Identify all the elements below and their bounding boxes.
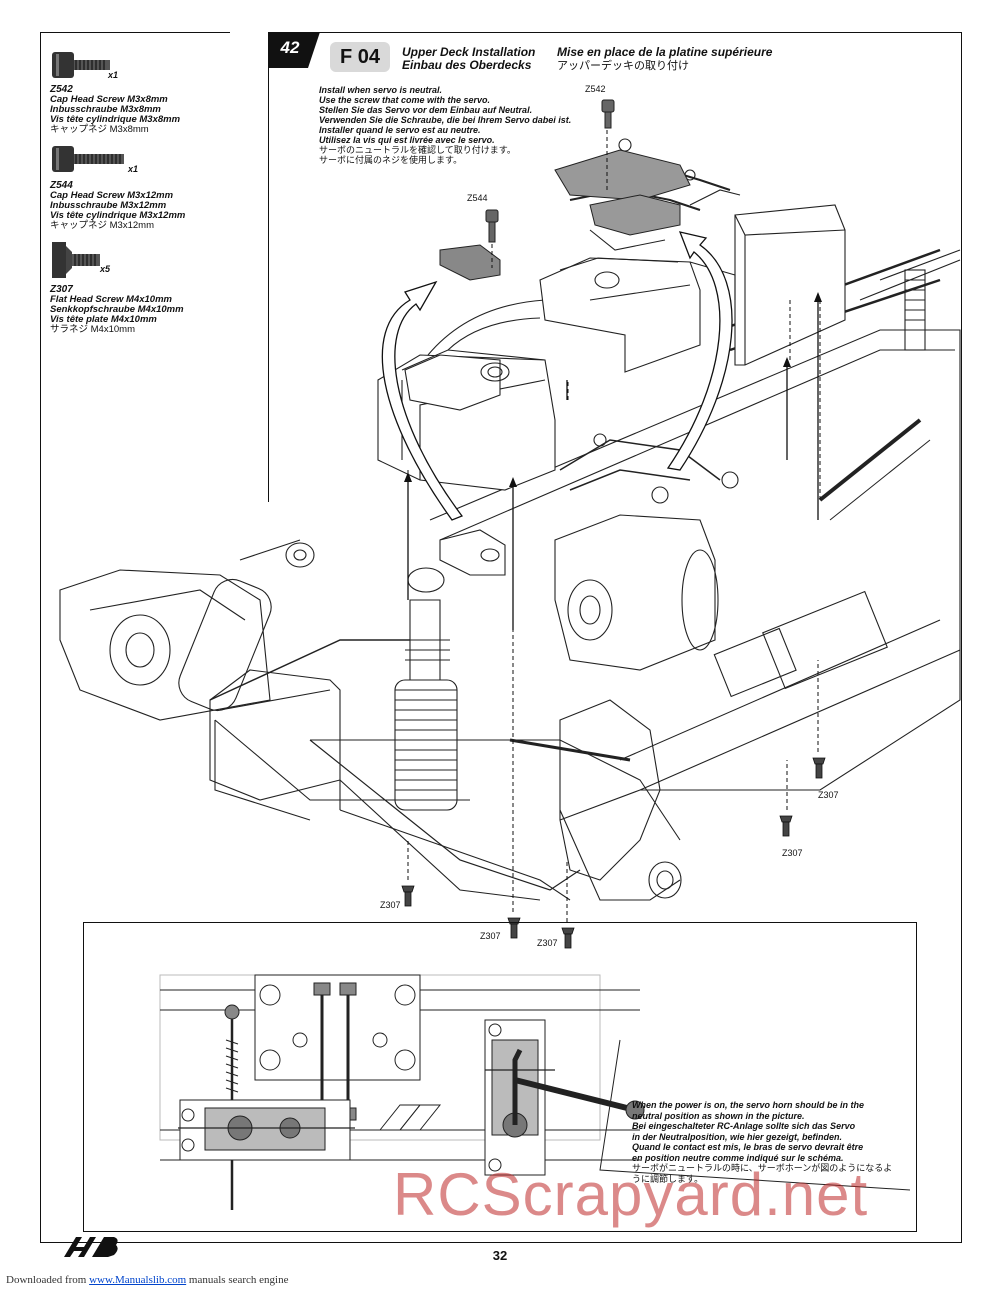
part-code: Z544 <box>50 180 73 191</box>
label-z307: Z307 <box>782 848 803 858</box>
part-name-jp: キャップネジ M3x8mm <box>50 124 149 135</box>
footer-suffix: manuals search engine <box>188 1274 289 1286</box>
label-z307: Z307 <box>818 790 839 800</box>
title-de: Einbau des Oberdecks <box>402 58 532 72</box>
inset-note-fr-1: Quand le contact est mis, le bras de ser… <box>632 1142 864 1152</box>
label-z307: Z307 <box>537 938 558 948</box>
label-z542: Z542 <box>585 84 606 94</box>
part-code: Z542 <box>50 84 73 95</box>
hb-logo-icon <box>64 1237 118 1257</box>
note-fr-1: Installer quand le servo est au neutre. <box>319 125 481 135</box>
note-de-1: Stellen Sie das Servo vor dem Einbau auf… <box>319 105 533 115</box>
inset-note-jp-1: サーボがニュートラルの時に、サーボホーンが図のようになるよ <box>632 1163 893 1173</box>
label-z307: Z307 <box>480 931 501 941</box>
step-code: F 04 <box>330 42 390 72</box>
part-name-fr: Vis tête plate M4x10mm <box>50 314 157 325</box>
inset-note-jp-2: うに調節します。 <box>632 1173 704 1184</box>
label-z307: Z307 <box>380 900 401 910</box>
part-code: Z307 <box>50 284 73 295</box>
flat-head-screw-icon: x5 <box>50 234 260 284</box>
frame-top-line <box>40 32 230 33</box>
note-fr-2: Utilisez la vis qui est livrée avec le s… <box>319 135 495 145</box>
part-name-jp: サラネジ M4x10mm <box>50 324 135 335</box>
part-z542: x1 Z542 Cap Head Screw M3x8mm Inbusschra… <box>50 44 260 135</box>
part-name-en: Cap Head Screw M3x12mm <box>50 190 174 201</box>
step-badge-icon <box>268 32 320 68</box>
cap-screw-short-icon: x1 <box>50 44 260 84</box>
part-qty: x1 <box>108 70 119 80</box>
note-jp-1: サーボのニュートラルを確認して取り付けます。 <box>319 145 516 155</box>
footer-prefix: Downloaded from <box>6 1274 87 1286</box>
part-qty: x5 <box>100 264 111 274</box>
part-name-en: Cap Head Screw M3x8mm <box>50 94 168 105</box>
label-z544: Z544 <box>467 193 488 203</box>
inset-note-en-2: neutral position as shown in the picture… <box>632 1110 805 1121</box>
step-number: 42 <box>280 38 300 57</box>
manualslib-link[interactable]: www.Manualslib.com <box>89 1274 187 1286</box>
part-name-en: Flat Head Screw M4x10mm <box>50 294 172 305</box>
note-jp-2: サーボに付属のネジを使用します。 <box>319 155 463 165</box>
part-qty: x1 <box>128 164 139 174</box>
parts-separator <box>268 32 269 502</box>
note-en-2: Use the screw that come with the servo. <box>319 95 491 105</box>
title-jp: アッパーデッキの取り付け <box>557 60 689 72</box>
part-z307: x5 Z307 Flat Head Screw M4x10mm Senkkopf… <box>50 234 260 335</box>
footer-download-note: Downloaded from www.Manualslib.com manua… <box>6 1274 288 1286</box>
inset-note-de-2: in der Neutralposition, wie hier gezeigt… <box>632 1131 843 1142</box>
title-fr: Mise en place de la platine supérieure <box>557 45 773 59</box>
part-name-jp: キャップネジ M3x12mm <box>50 220 154 231</box>
frame-bottom-line <box>40 1242 962 1243</box>
cap-screw-long-icon: x1 <box>50 140 260 180</box>
page-number: 32 <box>492 1248 508 1263</box>
inset-note: When the power is on, the servo horn sho… <box>632 1100 912 1184</box>
note-en-1: Install when servo is neutral. <box>319 85 443 95</box>
watermark: RCScrapyard.net <box>393 1161 869 1228</box>
part-name-de: Inbusschraube M3x12mm <box>50 200 167 211</box>
part-name-fr: Vis tête cylindrique M3x8mm <box>50 114 181 125</box>
part-name-fr: Vis tête cylindrique M3x12mm <box>50 210 186 221</box>
part-name-de: Inbusschraube M3x8mm <box>50 104 161 115</box>
inset-note-fr-2: en position neutre comme indiqué sur le … <box>632 1152 844 1163</box>
frame-right-line <box>961 32 962 1242</box>
note-de-2: Verwenden Sie die Schraube, die bei Ihre… <box>319 115 572 125</box>
inset-note-de-1: Bei eingeschalteter RC-Anlage sollte sic… <box>632 1121 856 1131</box>
part-z544: x1 Z544 Cap Head Screw M3x12mm Inbusschr… <box>50 140 260 231</box>
servo-neutral-note: Install when servo is neutral. Use the s… <box>319 85 599 165</box>
frame-left-line <box>40 32 41 1242</box>
neutral-position-inset <box>83 922 917 1232</box>
frame-top-line-right <box>268 32 961 33</box>
inset-note-en-1: When the power is on, the servo horn sho… <box>632 1100 865 1110</box>
title-en: Upper Deck Installation <box>402 45 536 59</box>
part-name-de: Senkkopfschraube M4x10mm <box>50 304 184 315</box>
